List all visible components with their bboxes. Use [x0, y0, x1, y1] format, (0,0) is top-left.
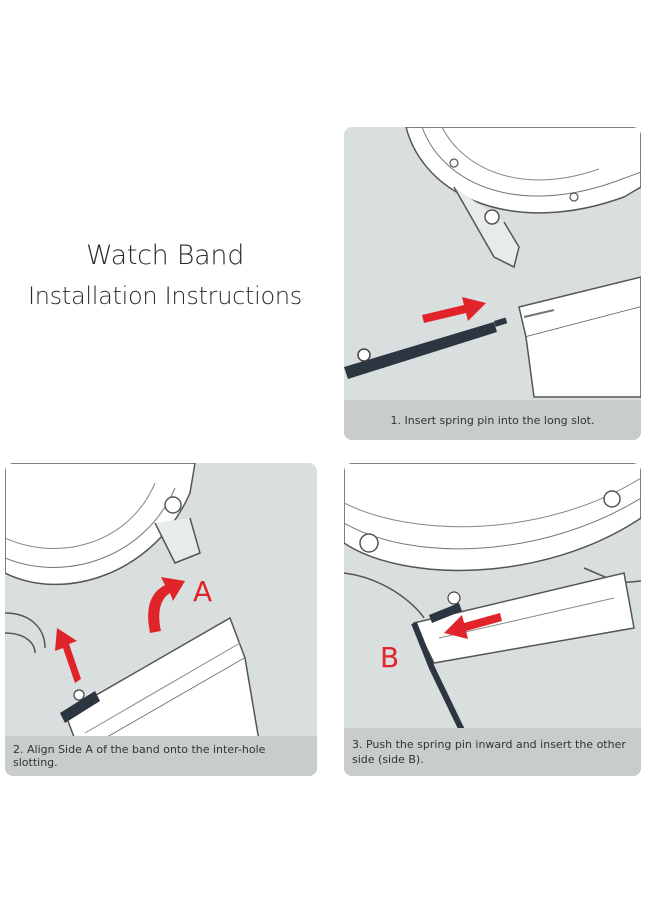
step-2-caption: 2. Align Side A of the band onto the int… [5, 736, 317, 776]
step-1-caption: 1. Insert spring pin into the long slot. [344, 400, 641, 440]
spring-pin-icon [60, 689, 100, 723]
step-3-panel: B 3. Push the spring pin inward and inse… [344, 463, 641, 776]
title-line-2: Installation Instructions [27, 282, 302, 310]
step-3-caption: 3. Push the spring pin inward and insert… [344, 728, 641, 776]
spring-pin-icon [344, 317, 508, 379]
arrow-left-icon [444, 613, 502, 639]
title-line-1: Watch Band [85, 240, 245, 271]
side-a-label: A [193, 575, 212, 608]
curved-arrow-icon [148, 577, 185, 633]
arrow-up-icon [55, 628, 81, 683]
arrow-right-icon [422, 297, 486, 323]
step-2-panel: A 2. Align Side A of the band onto the i… [5, 463, 317, 776]
step-1-panel: 1. Insert spring pin into the long slot. [344, 127, 641, 440]
step-3-illustration: B [344, 463, 641, 776]
step-2-illustration: A [5, 463, 266, 776]
step-1-illustration [344, 127, 641, 398]
side-b-label: B [380, 641, 399, 674]
spring-pin-icon [429, 591, 462, 623]
